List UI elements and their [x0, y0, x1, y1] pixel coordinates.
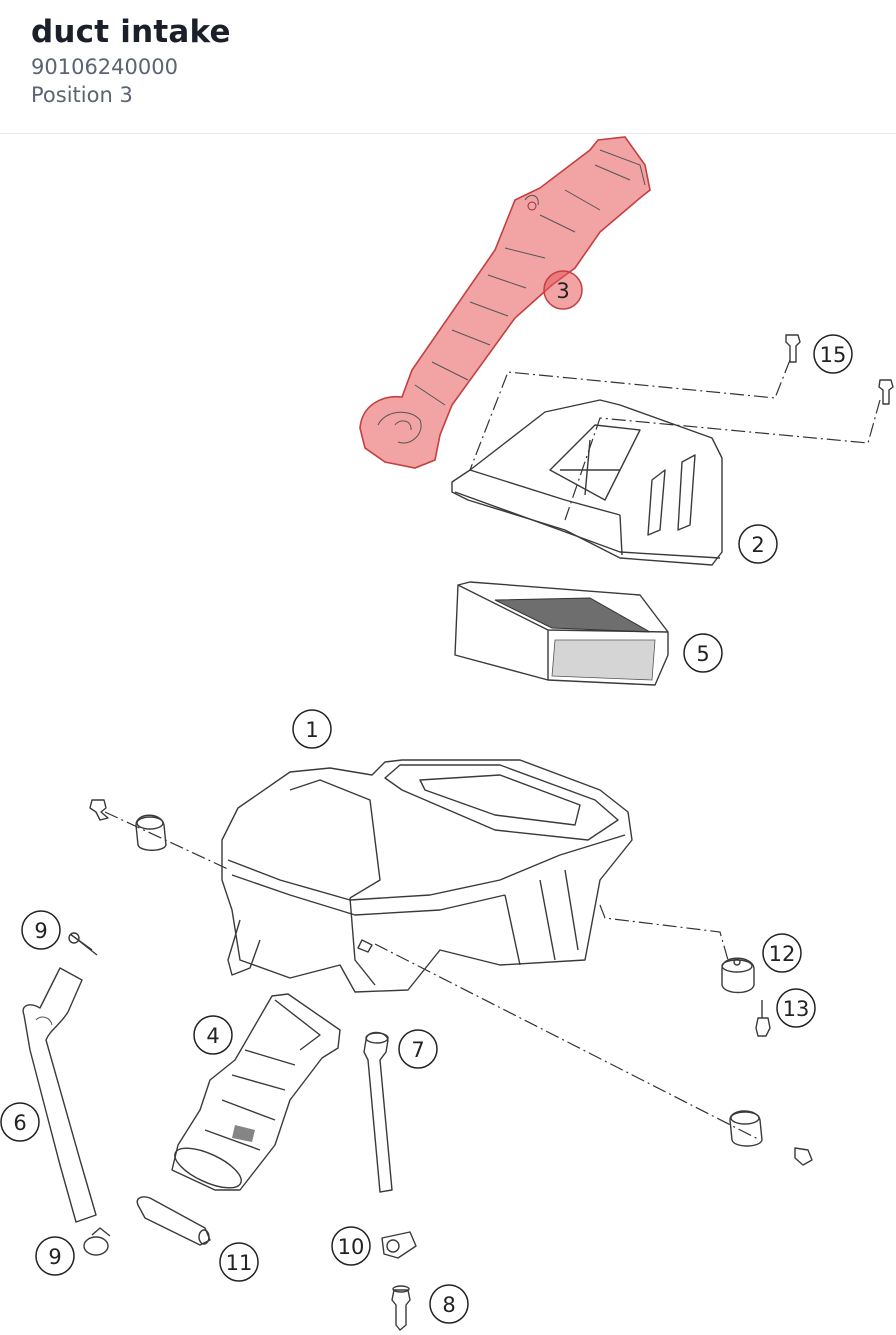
callout-10[interactable]: 10: [331, 1226, 371, 1266]
callout-12[interactable]: 12: [762, 933, 802, 973]
callout-1-label: 1: [305, 718, 318, 742]
callout-3-selected[interactable]: 3: [543, 270, 583, 310]
part-screws[interactable]: [785, 334, 894, 405]
part-header: duct intake 90106240000 Position 3: [0, 0, 896, 134]
part-number: 90106240000: [31, 55, 178, 79]
part-intake-boot[interactable]: [169, 993, 341, 1196]
callout-9-lower-label: 9: [48, 1245, 61, 1269]
callout-13-label: 13: [783, 997, 810, 1021]
part-breather-hose[interactable]: [363, 1031, 393, 1193]
part-valve[interactable]: [391, 1285, 411, 1331]
part-clamp-upper[interactable]: [68, 932, 98, 956]
callout-6[interactable]: 6: [0, 1102, 40, 1142]
callout-1[interactable]: 1: [292, 709, 332, 749]
callout-15[interactable]: 15: [813, 334, 853, 374]
part-duct-intake-highlighted[interactable]: [359, 136, 651, 469]
callout-9-upper[interactable]: 9: [21, 910, 61, 950]
callout-7-label: 7: [411, 1038, 424, 1062]
callout-6-label: 6: [13, 1111, 26, 1135]
callout-2[interactable]: 2: [738, 524, 778, 564]
part-airbox[interactable]: [221, 759, 633, 993]
part-title: duct intake: [31, 14, 231, 50]
exploded-parts-diagram: 1 2 3 4 5 6 7 8 9 9 10 11: [0, 136, 894, 1331]
callout-4-label: 4: [206, 1024, 219, 1048]
part-clip[interactable]: [381, 1231, 417, 1259]
callout-10-label: 10: [338, 1235, 365, 1259]
part-hose[interactable]: [22, 967, 97, 1223]
assembly-lines: [104, 359, 881, 1141]
callout-8-label: 8: [442, 1293, 455, 1317]
part-air-filter[interactable]: [454, 581, 669, 686]
part-rubber-buffer[interactable]: [721, 957, 755, 994]
part-clamp-lower[interactable]: [83, 1227, 111, 1256]
part-position: Position 3: [31, 83, 133, 107]
part-strap[interactable]: [136, 1196, 211, 1246]
part-airbox-lid[interactable]: [451, 399, 723, 566]
callout-13[interactable]: 13: [776, 988, 816, 1028]
callout-8[interactable]: 8: [429, 1284, 469, 1324]
callout-3-label: 3: [556, 279, 569, 303]
callout-11-label: 11: [226, 1251, 253, 1275]
callout-2-label: 2: [751, 533, 764, 557]
callout-12-label: 12: [769, 942, 796, 966]
callout-15-label: 15: [820, 343, 847, 367]
callout-9-lower[interactable]: 9: [35, 1236, 75, 1276]
callout-4[interactable]: 4: [193, 1015, 233, 1055]
callout-5-label: 5: [696, 642, 709, 666]
callout-9-upper-label: 9: [34, 919, 47, 943]
part-bolt[interactable]: [755, 1000, 771, 1037]
callout-11[interactable]: 11: [219, 1242, 259, 1282]
part-rubber-bushings[interactable]: [89, 799, 813, 1166]
callout-7[interactable]: 7: [398, 1029, 438, 1069]
callout-5[interactable]: 5: [683, 633, 723, 673]
